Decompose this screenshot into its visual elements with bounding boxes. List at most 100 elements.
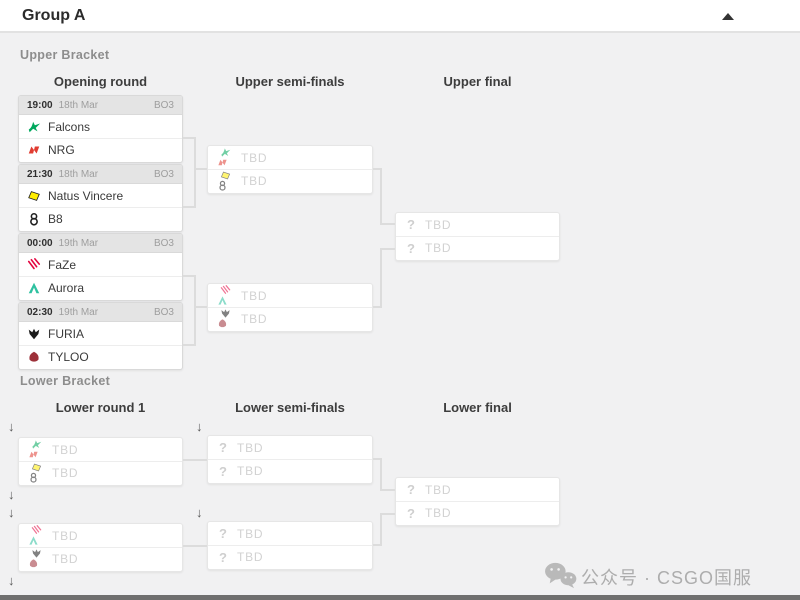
tbd-label: TBD — [241, 312, 268, 326]
tbd-slot[interactable]: TBD — [208, 169, 372, 192]
match-time: 00:00 — [27, 237, 53, 249]
bracket-connector — [194, 275, 196, 346]
match-card-upper-semi-2: TBD TBD — [207, 283, 373, 332]
bracket-connector — [382, 248, 395, 250]
tbd-slot[interactable]: ? TBD — [396, 213, 559, 236]
match-time: 21:30 — [27, 168, 53, 180]
match-date: 19th Mar — [58, 237, 99, 249]
match-card-upper-final: ? TBD ? TBD — [395, 212, 560, 261]
tbd-slot[interactable]: ? TBD — [208, 436, 372, 459]
candidate-logos — [216, 147, 234, 169]
match-time: 19:00 — [27, 99, 53, 111]
bracket-connector — [373, 458, 381, 460]
drop-down-arrow-icon: ↓ — [8, 573, 15, 588]
match-date: 19th Mar — [58, 306, 99, 318]
bracket-connector — [373, 544, 381, 546]
bracket-connector — [183, 545, 207, 547]
nrg-logo-icon — [217, 157, 228, 168]
match-date: 18th Mar — [58, 99, 99, 111]
team-row[interactable]: FaZe — [19, 253, 182, 276]
tbd-label: TBD — [425, 506, 452, 520]
bracket-connector — [196, 306, 207, 308]
tbd-label: TBD — [237, 526, 264, 541]
drop-down-arrow-icon: ↓ — [196, 505, 203, 520]
team-name: TYLOO — [48, 350, 89, 364]
question-icon: ? — [407, 482, 415, 497]
upper-bracket-label: Upper Bracket — [20, 48, 110, 62]
tbd-label: TBD — [237, 550, 264, 564]
tyloo-logo-icon — [27, 350, 41, 364]
team-name: Natus Vincere — [48, 188, 124, 203]
match-format: BO3 — [153, 306, 174, 318]
match-format: BO3 — [153, 99, 174, 111]
match-format: BO3 — [153, 168, 174, 180]
team-row[interactable]: Aurora — [19, 276, 182, 299]
tyloo-logo-icon — [28, 558, 39, 569]
column-header-lower-round-1: Lower round 1 — [55, 400, 146, 415]
question-icon: ? — [219, 549, 227, 565]
team-row[interactable]: B8 — [19, 207, 182, 230]
furia-logo-icon — [27, 327, 41, 341]
drop-down-arrow-icon: ↓ — [8, 419, 15, 434]
question-icon: ? — [219, 526, 227, 541]
match-header: 21:30 18th Mar BO3 — [19, 165, 182, 184]
bracket-connector — [382, 489, 395, 491]
tbd-slot[interactable]: ? TBD — [208, 459, 372, 482]
b8-logo-icon — [28, 472, 39, 483]
tbd-slot[interactable]: TBD — [208, 307, 372, 330]
nrg-logo-icon — [28, 449, 39, 460]
match-format: BO3 — [153, 237, 174, 249]
team-name: Aurora — [48, 281, 85, 295]
bracket-connector — [183, 459, 207, 461]
tbd-slot[interactable]: TBD — [208, 284, 372, 307]
natus-vincere-logo-icon — [27, 189, 41, 203]
tbd-label: TBD — [52, 552, 79, 566]
candidate-logos — [216, 285, 234, 307]
chevron-up-icon[interactable] — [722, 13, 734, 20]
bracket-connector — [382, 223, 395, 225]
group-header-bar[interactable]: Group A — [0, 0, 800, 33]
faze-logo-icon — [27, 258, 41, 272]
tbd-slot[interactable]: TBD — [19, 438, 182, 461]
match-card-opening-1: 19:00 18th Mar BO3 Falcons NRG — [18, 95, 183, 163]
column-header-upper-semi-finals: Upper semi-finals — [235, 74, 345, 89]
tbd-slot[interactable]: TBD — [19, 524, 182, 547]
team-row[interactable]: FURIA — [19, 322, 182, 345]
tbd-label: TBD — [52, 442, 79, 457]
wechat-icon — [545, 562, 577, 589]
tbd-slot[interactable]: ? TBD — [208, 545, 372, 568]
team-name: Falcons — [48, 119, 91, 134]
tbd-slot[interactable]: ? TBD — [396, 501, 559, 524]
aurora-logo-icon — [217, 295, 228, 306]
match-card-opening-2: 21:30 18th Mar BO3 Natus Vincere B8 — [18, 164, 183, 232]
tbd-slot[interactable]: TBD — [208, 146, 372, 169]
tbd-label: TBD — [237, 464, 264, 478]
bottom-divider — [0, 595, 800, 600]
match-card-opening-4: 02:30 19th Mar BO3 FURIA TYLOO — [18, 302, 183, 370]
team-row[interactable]: NRG — [19, 138, 182, 161]
tbd-label: TBD — [425, 241, 452, 255]
question-icon: ? — [219, 440, 227, 455]
falcons-logo-icon — [27, 120, 41, 134]
lower-bracket-label: Lower Bracket — [20, 374, 111, 388]
tbd-label: TBD — [241, 288, 268, 303]
bracket-connector — [382, 513, 395, 515]
candidate-logos — [27, 462, 45, 484]
question-icon: ? — [407, 217, 415, 232]
column-header-opening-round: Opening round — [53, 74, 148, 89]
tbd-slot[interactable]: TBD — [19, 461, 182, 484]
team-row[interactable]: Falcons — [19, 115, 182, 138]
tbd-slot[interactable]: ? TBD — [396, 478, 559, 501]
team-row[interactable]: Natus Vincere — [19, 184, 182, 207]
tbd-slot[interactable]: ? TBD — [208, 522, 372, 545]
bracket-connector — [380, 513, 382, 546]
team-row[interactable]: TYLOO — [19, 345, 182, 368]
bracket-connector — [380, 248, 382, 308]
tbd-slot[interactable]: ? TBD — [396, 236, 559, 259]
bracket-connector — [380, 168, 382, 225]
tbd-slot[interactable]: TBD — [19, 547, 182, 570]
team-name: B8 — [48, 212, 63, 226]
tbd-label: TBD — [241, 150, 268, 165]
bracket-connector — [380, 458, 382, 491]
